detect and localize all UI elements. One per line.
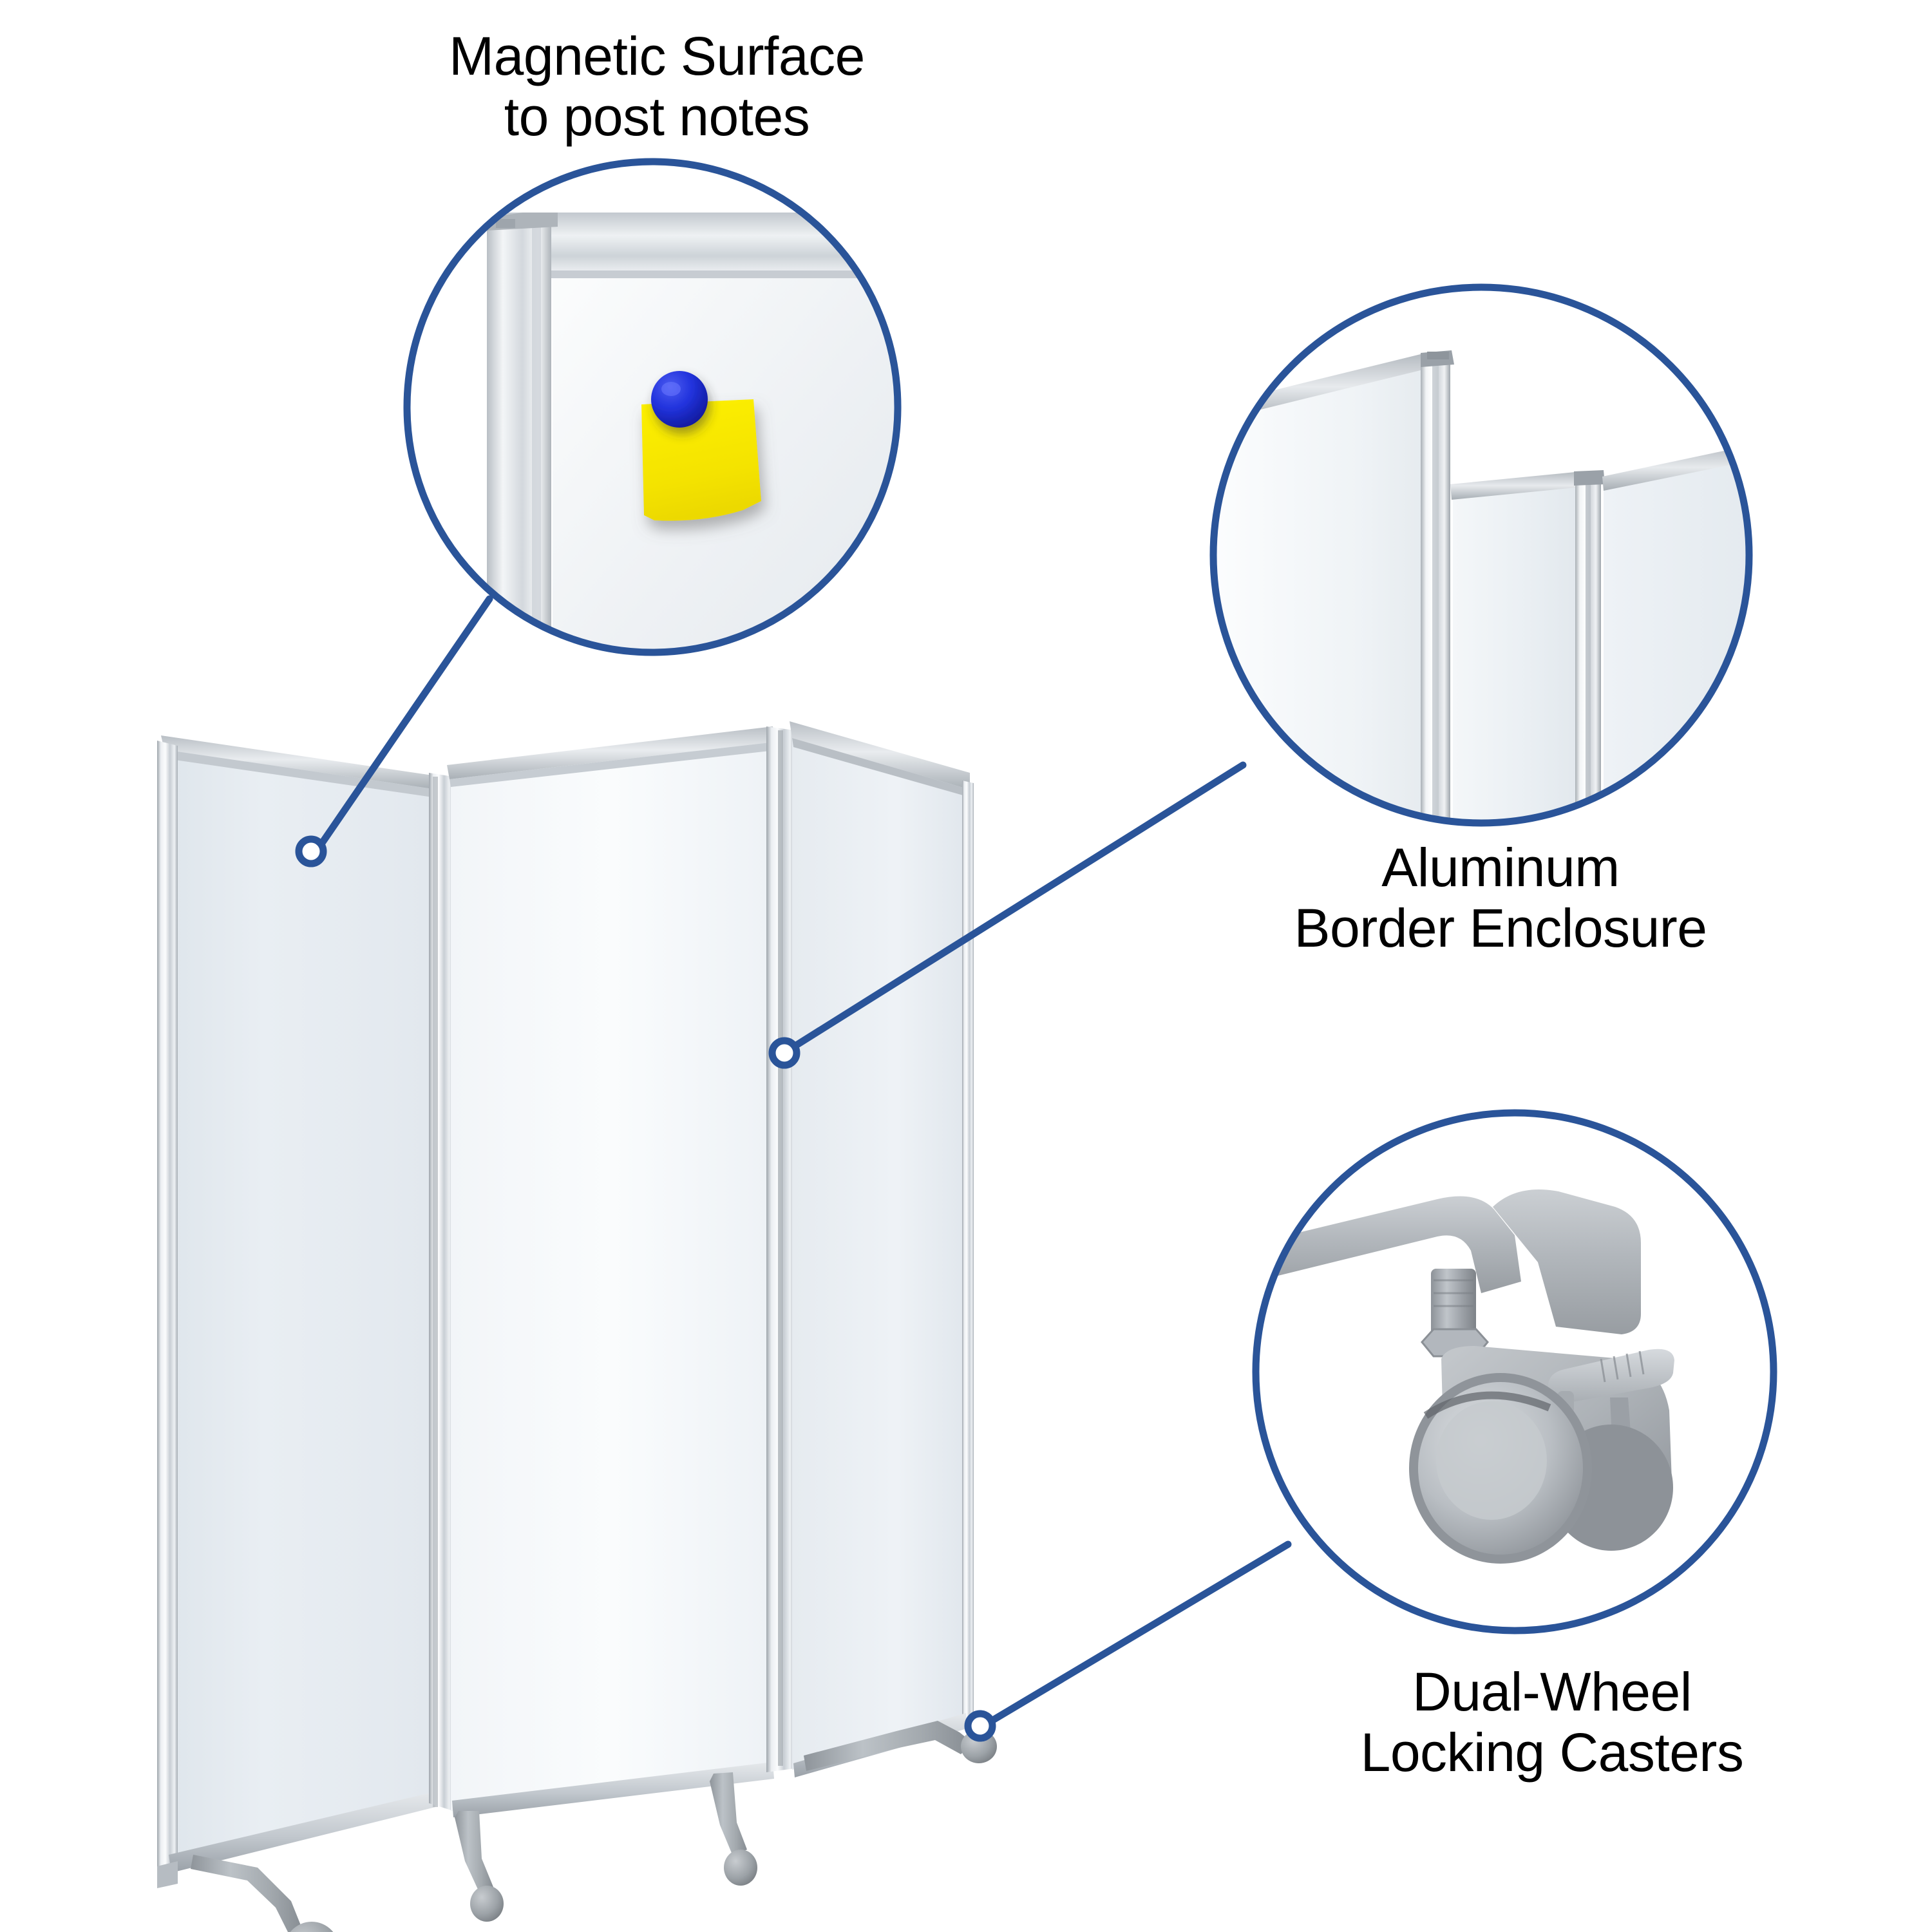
callout-marker-aluminum[interactable]: [768, 1037, 800, 1069]
leader-line-magnetic: [317, 595, 493, 849]
divider-hinge-right: [766, 726, 795, 1772]
divider-hinge-left: [429, 773, 453, 1811]
caption-magnetic-surface: Magnetic Surface to post notes: [449, 26, 865, 147]
caster-leg-center-left: [455, 1811, 504, 1922]
caption-locking-casters: Dual-Wheel Locking Casters: [1360, 1662, 1744, 1783]
callout-circle-aluminum[interactable]: [1209, 283, 1753, 827]
caster-detail-photo: [1258, 1115, 1772, 1629]
leader-line-aluminum: [793, 761, 1247, 1048]
callout-marker-magnetic[interactable]: [295, 835, 327, 867]
divider-left-panel: [157, 735, 435, 1888]
leader-line-casters: [988, 1540, 1292, 1725]
caster-leg-front-left: [191, 1855, 334, 1932]
caption-aluminum-border: Aluminum Border Enclosure: [1294, 837, 1708, 959]
divider-center-panel: [447, 726, 775, 1817]
callout-circle-casters[interactable]: [1252, 1109, 1777, 1634]
callout-marker-casters[interactable]: [964, 1710, 996, 1742]
round-magnet: [651, 371, 708, 428]
sticky-note: [641, 399, 761, 521]
aluminum-detail-photo: [1215, 289, 1747, 821]
callout-circle-magnetic[interactable]: [403, 158, 902, 656]
caster-leg-center-right: [710, 1772, 757, 1886]
